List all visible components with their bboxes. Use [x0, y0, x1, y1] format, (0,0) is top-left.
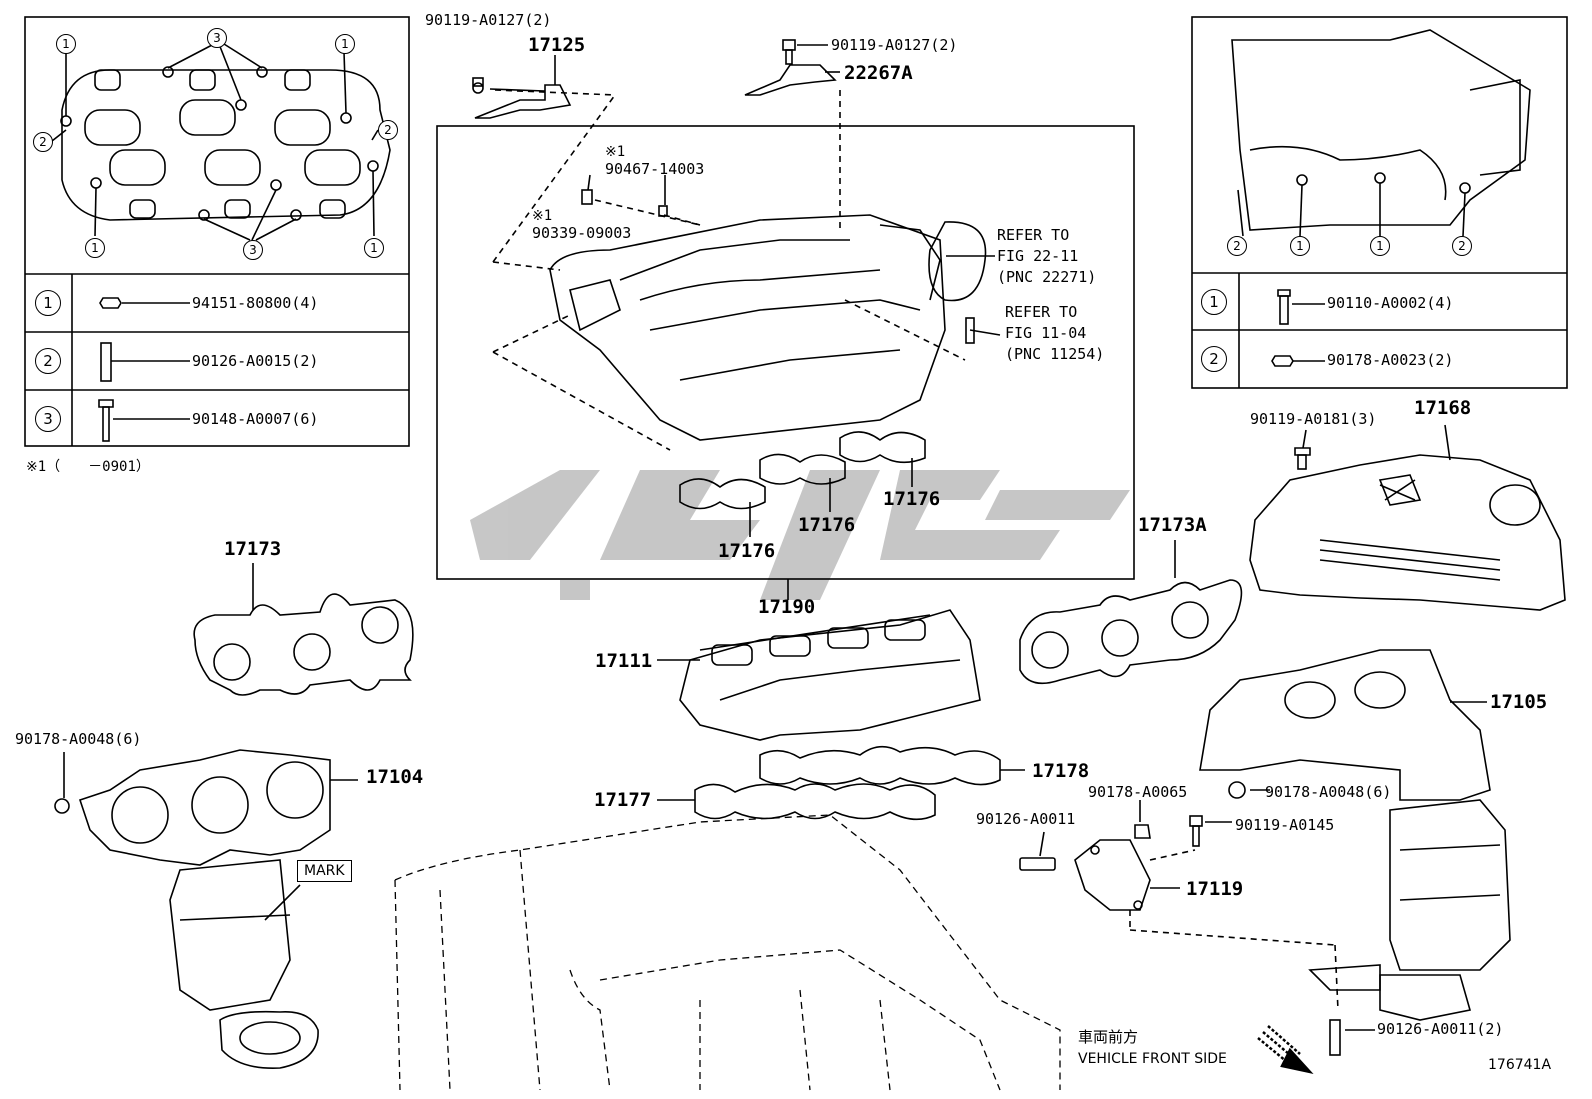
part-17177: 17177 [594, 789, 652, 811]
legend-num-1: 1 [35, 290, 61, 316]
part-90126-a0011-2: 90126-A0011(2) [1377, 1020, 1504, 1038]
part-17105: 17105 [1490, 691, 1548, 713]
callout-1: 1 [56, 34, 76, 54]
note-marker-2: ※1 [532, 208, 553, 224]
part-90339-09003: 90339-09003 [532, 224, 632, 242]
part-17104: 17104 [366, 766, 424, 788]
part-90119-a0127-right: 90119-A0127(2) [831, 36, 958, 54]
legend-num-3: 3 [35, 406, 61, 432]
part-90178-a0048-left: 90178-A0048(6) [15, 730, 142, 748]
spacer-17111 [657, 609, 981, 741]
part-90126-a0011: 90126-A0011 [976, 810, 1076, 828]
part-17125: 17125 [528, 34, 586, 56]
part-90119-a0145: 90119-A0145 [1235, 816, 1335, 834]
insulator-17168 [1249, 424, 1566, 611]
callout-1: 1 [364, 238, 384, 258]
right-legend-num-2: 2 [1201, 346, 1227, 372]
part-17173a: 17173A [1138, 514, 1207, 536]
gasket-17173a [1019, 540, 1243, 685]
legend-part-3: 90148-A0007(6) [192, 410, 319, 428]
gaskets-17177-17178 [657, 745, 1025, 821]
vehicle-front-en: VEHICLE FRONT SIDE [1078, 1051, 1227, 1067]
part-17173: 17173 [224, 538, 282, 560]
exhaust-manifold-17105 [1199, 649, 1511, 1056]
gasket-17173 [193, 563, 414, 696]
callout-1: 1 [335, 34, 355, 54]
callout-2: 2 [33, 132, 53, 152]
refer-1-line2: FIG 22-11 [997, 247, 1079, 265]
exhaust-manifold-17104 [54, 749, 358, 1069]
refer-2-line1: REFER TO [1005, 303, 1078, 321]
callout-1: 1 [85, 238, 105, 258]
callout-3: 3 [207, 28, 227, 48]
part-17176-c: 17176 [718, 540, 776, 562]
intake-manifold-group [436, 89, 1135, 580]
legend-part-2: 90126-A0015(2) [192, 352, 319, 370]
right-legend-num-1: 1 [1201, 289, 1227, 315]
callout-1: 1 [1370, 236, 1390, 256]
callout-2: 2 [1452, 236, 1472, 256]
callout-2: 2 [1227, 236, 1247, 256]
part-90119-a0181: 90119-A0181(3) [1250, 410, 1377, 428]
note-marker-1: ※1 [605, 144, 626, 160]
callout-2: 2 [378, 120, 398, 140]
refer-1-line3: (PNC 22271) [997, 268, 1097, 286]
part-17176-b: 17176 [798, 514, 856, 536]
part-17168: 17168 [1414, 397, 1472, 419]
part-90119-a0127-left: 90119-A0127(2) [425, 11, 552, 29]
part-17178: 17178 [1032, 760, 1090, 782]
bracket-17119 [1019, 800, 1339, 1011]
part-22267a: 22267A [844, 62, 913, 84]
part-17111: 17111 [595, 650, 653, 672]
watermark-logo [470, 470, 1130, 600]
engine-outline [394, 814, 1061, 1091]
bracket-17125 [472, 55, 572, 119]
part-90178-a0048-right: 90178-A0048(6) [1265, 783, 1392, 801]
right-legend-part-2: 90178-A0023(2) [1327, 351, 1454, 369]
refer-2-line2: FIG 11-04 [1005, 324, 1087, 342]
bracket-22267a [744, 39, 840, 96]
legend-num-2: 2 [35, 348, 61, 374]
part-90178-a0065: 90178-A0065 [1088, 783, 1188, 801]
refer-2-line3: (PNC 11254) [1005, 345, 1105, 363]
callout-3: 3 [243, 240, 263, 260]
part-17190: 17190 [758, 596, 816, 618]
part-90467-14003: 90467-14003 [605, 160, 705, 178]
refer-1-line1: REFER TO [997, 226, 1070, 244]
mark-label: MARK [297, 860, 352, 882]
part-17119: 17119 [1186, 878, 1244, 900]
part-17176-a: 17176 [883, 488, 941, 510]
callout-1: 1 [1290, 236, 1310, 256]
diagram-id: 176741A [1488, 1057, 1552, 1073]
right-inset-box [1191, 16, 1568, 389]
left-inset-box [24, 16, 410, 447]
note-text: ※1（ －0901） [26, 459, 150, 475]
vehicle-front-jp: 車両前方 [1078, 1028, 1139, 1046]
legend-part-1: 94151-80800(4) [192, 294, 319, 312]
right-legend-part-1: 90110-A0002(4) [1327, 294, 1454, 312]
front-direction-arrow [1257, 1025, 1314, 1075]
